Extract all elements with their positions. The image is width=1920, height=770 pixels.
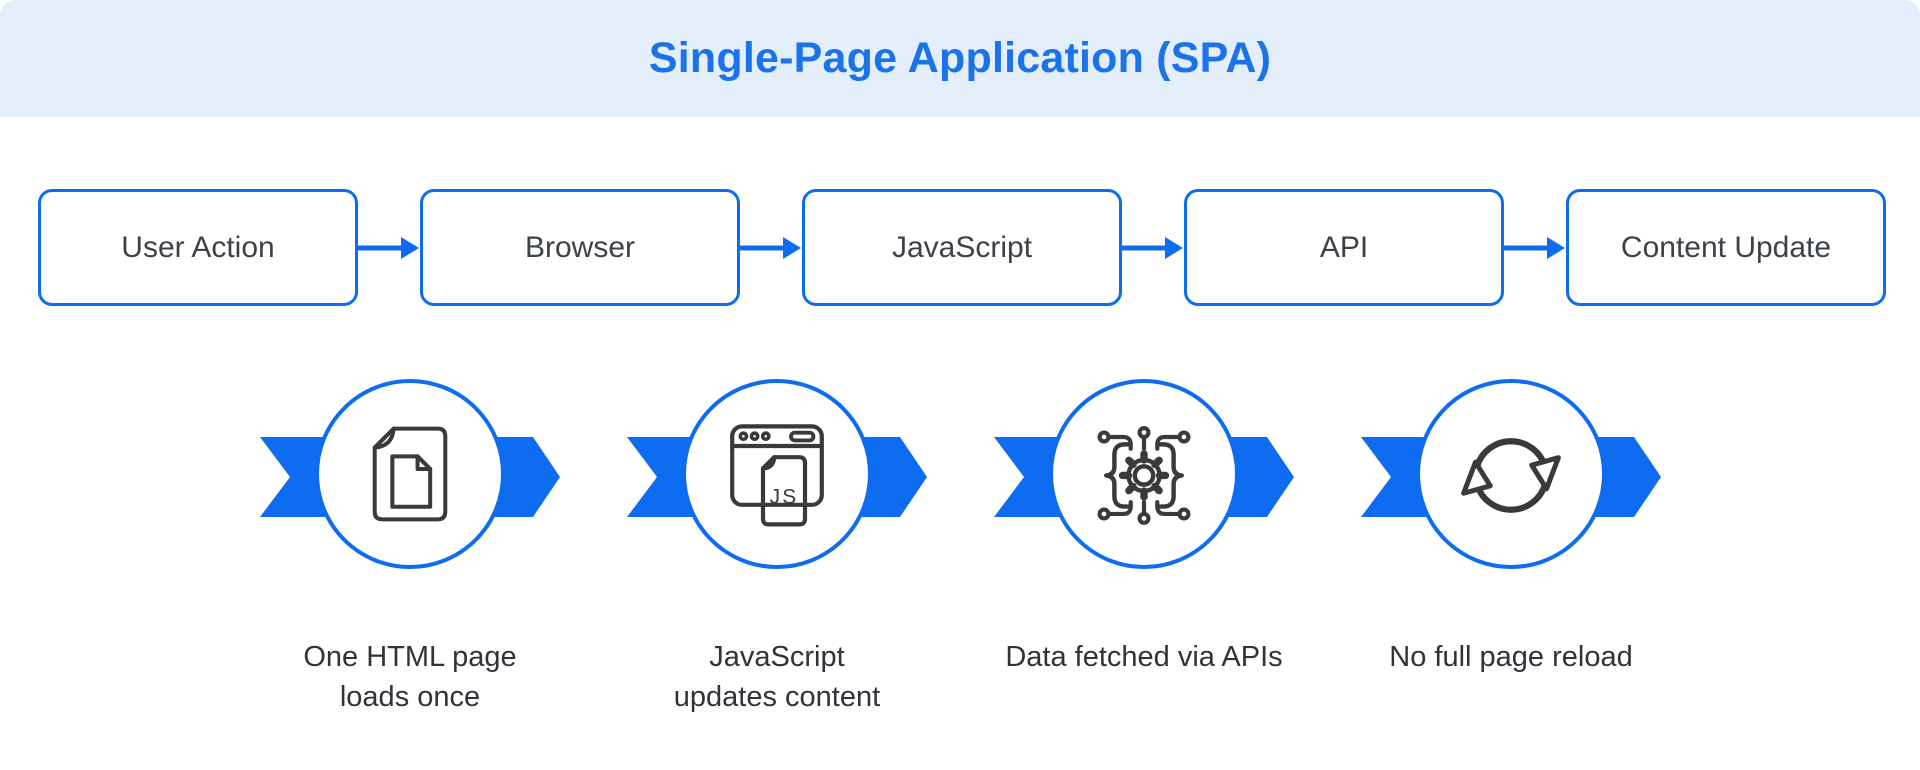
document-icon bbox=[372, 426, 448, 522]
flow-arrow-icon bbox=[1504, 234, 1566, 262]
caption-line: loads once bbox=[339, 681, 481, 713]
step-icon-circle bbox=[1049, 379, 1239, 569]
flow-box-api: API bbox=[1184, 189, 1504, 306]
step-js-updates: JS bbox=[627, 379, 927, 570]
step-icon-circle: JS bbox=[682, 379, 872, 569]
caption-line: No full page reload bbox=[1389, 641, 1633, 673]
step-html-page bbox=[260, 379, 560, 570]
flow-box-browser: Browser bbox=[420, 189, 740, 306]
step-caption-api-fetch: Data fetched via APIs bbox=[979, 637, 1309, 677]
flow-box-label: Content Update bbox=[1620, 230, 1832, 264]
flow-row: User Action Browser JavaScript API Conte… bbox=[38, 189, 1886, 306]
step-icon-circle bbox=[315, 379, 505, 569]
steps-row: JS bbox=[260, 379, 1920, 570]
flow-box-user-action: User Action bbox=[38, 189, 358, 306]
caption-line: Data fetched via APIs bbox=[1005, 641, 1283, 673]
step-no-reload bbox=[1361, 379, 1661, 570]
caption-line: One HTML page bbox=[303, 641, 517, 673]
flow-arrow-icon bbox=[1122, 234, 1184, 262]
step-caption-js-updates: JavaScript updates content bbox=[612, 637, 942, 717]
diagram-header: Single-Page Application (SPA) bbox=[0, 0, 1920, 117]
refresh-icon bbox=[1461, 438, 1561, 513]
api-gear-icon bbox=[1097, 426, 1191, 525]
flow-box-content-update: Content Update bbox=[1566, 189, 1886, 306]
js-file-label: JS bbox=[770, 485, 799, 508]
flow-box-label: Browser bbox=[524, 230, 636, 264]
flow-box-label: JavaScript bbox=[891, 230, 1033, 264]
step-api-fetch bbox=[994, 379, 1294, 570]
flow-box-label: User Action bbox=[121, 230, 275, 264]
flow-box-label: API bbox=[1319, 230, 1369, 264]
page-title: Single-Page Application (SPA) bbox=[648, 34, 1272, 82]
step-caption-html-page: One HTML page loads once bbox=[245, 637, 575, 717]
browser-js-icon: JS bbox=[730, 424, 824, 527]
caption-line: JavaScript bbox=[709, 641, 845, 673]
caption-line: updates content bbox=[673, 681, 881, 713]
step-icon-circle bbox=[1416, 379, 1606, 569]
step-caption-no-reload: No full page reload bbox=[1346, 637, 1676, 677]
captions-row: One HTML page loads once JavaScript upda… bbox=[245, 637, 1920, 717]
flow-box-javascript: JavaScript bbox=[802, 189, 1122, 306]
flow-arrow-icon bbox=[358, 234, 420, 262]
flow-arrow-icon bbox=[740, 234, 802, 262]
